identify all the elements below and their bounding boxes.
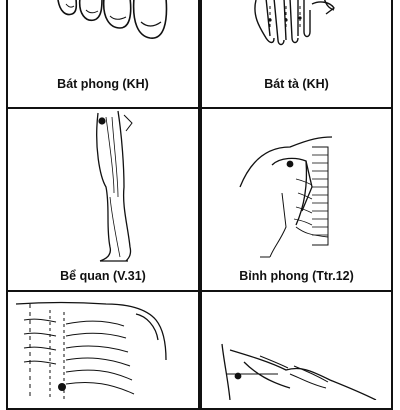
card-label: Bỉnh phong (Ttr.12)	[239, 269, 354, 283]
card-bat-ta: Bát tà (KH)	[200, 0, 393, 109]
foot-illustration	[200, 290, 393, 400]
card-label: Bể quan (V.31)	[60, 269, 146, 283]
leg-illustration	[6, 107, 200, 292]
card-binh-phong: Bỉnh phong (Ttr.12)	[200, 107, 393, 292]
acupoint-marker	[286, 160, 294, 168]
card-foot	[200, 290, 393, 410]
card-label: Bát tà (KH)	[264, 77, 329, 91]
card-label: Bát phong (KH)	[57, 77, 149, 91]
acupoint-marker	[234, 372, 242, 380]
acupoint-marker	[98, 117, 106, 125]
chest-illustration	[6, 290, 200, 400]
toes-illustration	[6, 0, 200, 58]
shoulder-back-illustration	[200, 107, 393, 292]
card-chest	[6, 290, 200, 410]
card-bat-phong: Bát phong (KH)	[6, 0, 200, 109]
acupoint-marker	[58, 383, 66, 391]
hand-illustration	[200, 0, 393, 58]
card-be-quan: Bể quan (V.31)	[6, 107, 200, 292]
acupoint-card-grid: Bát phong (KH) Bát tà (KH)	[6, 0, 393, 410]
